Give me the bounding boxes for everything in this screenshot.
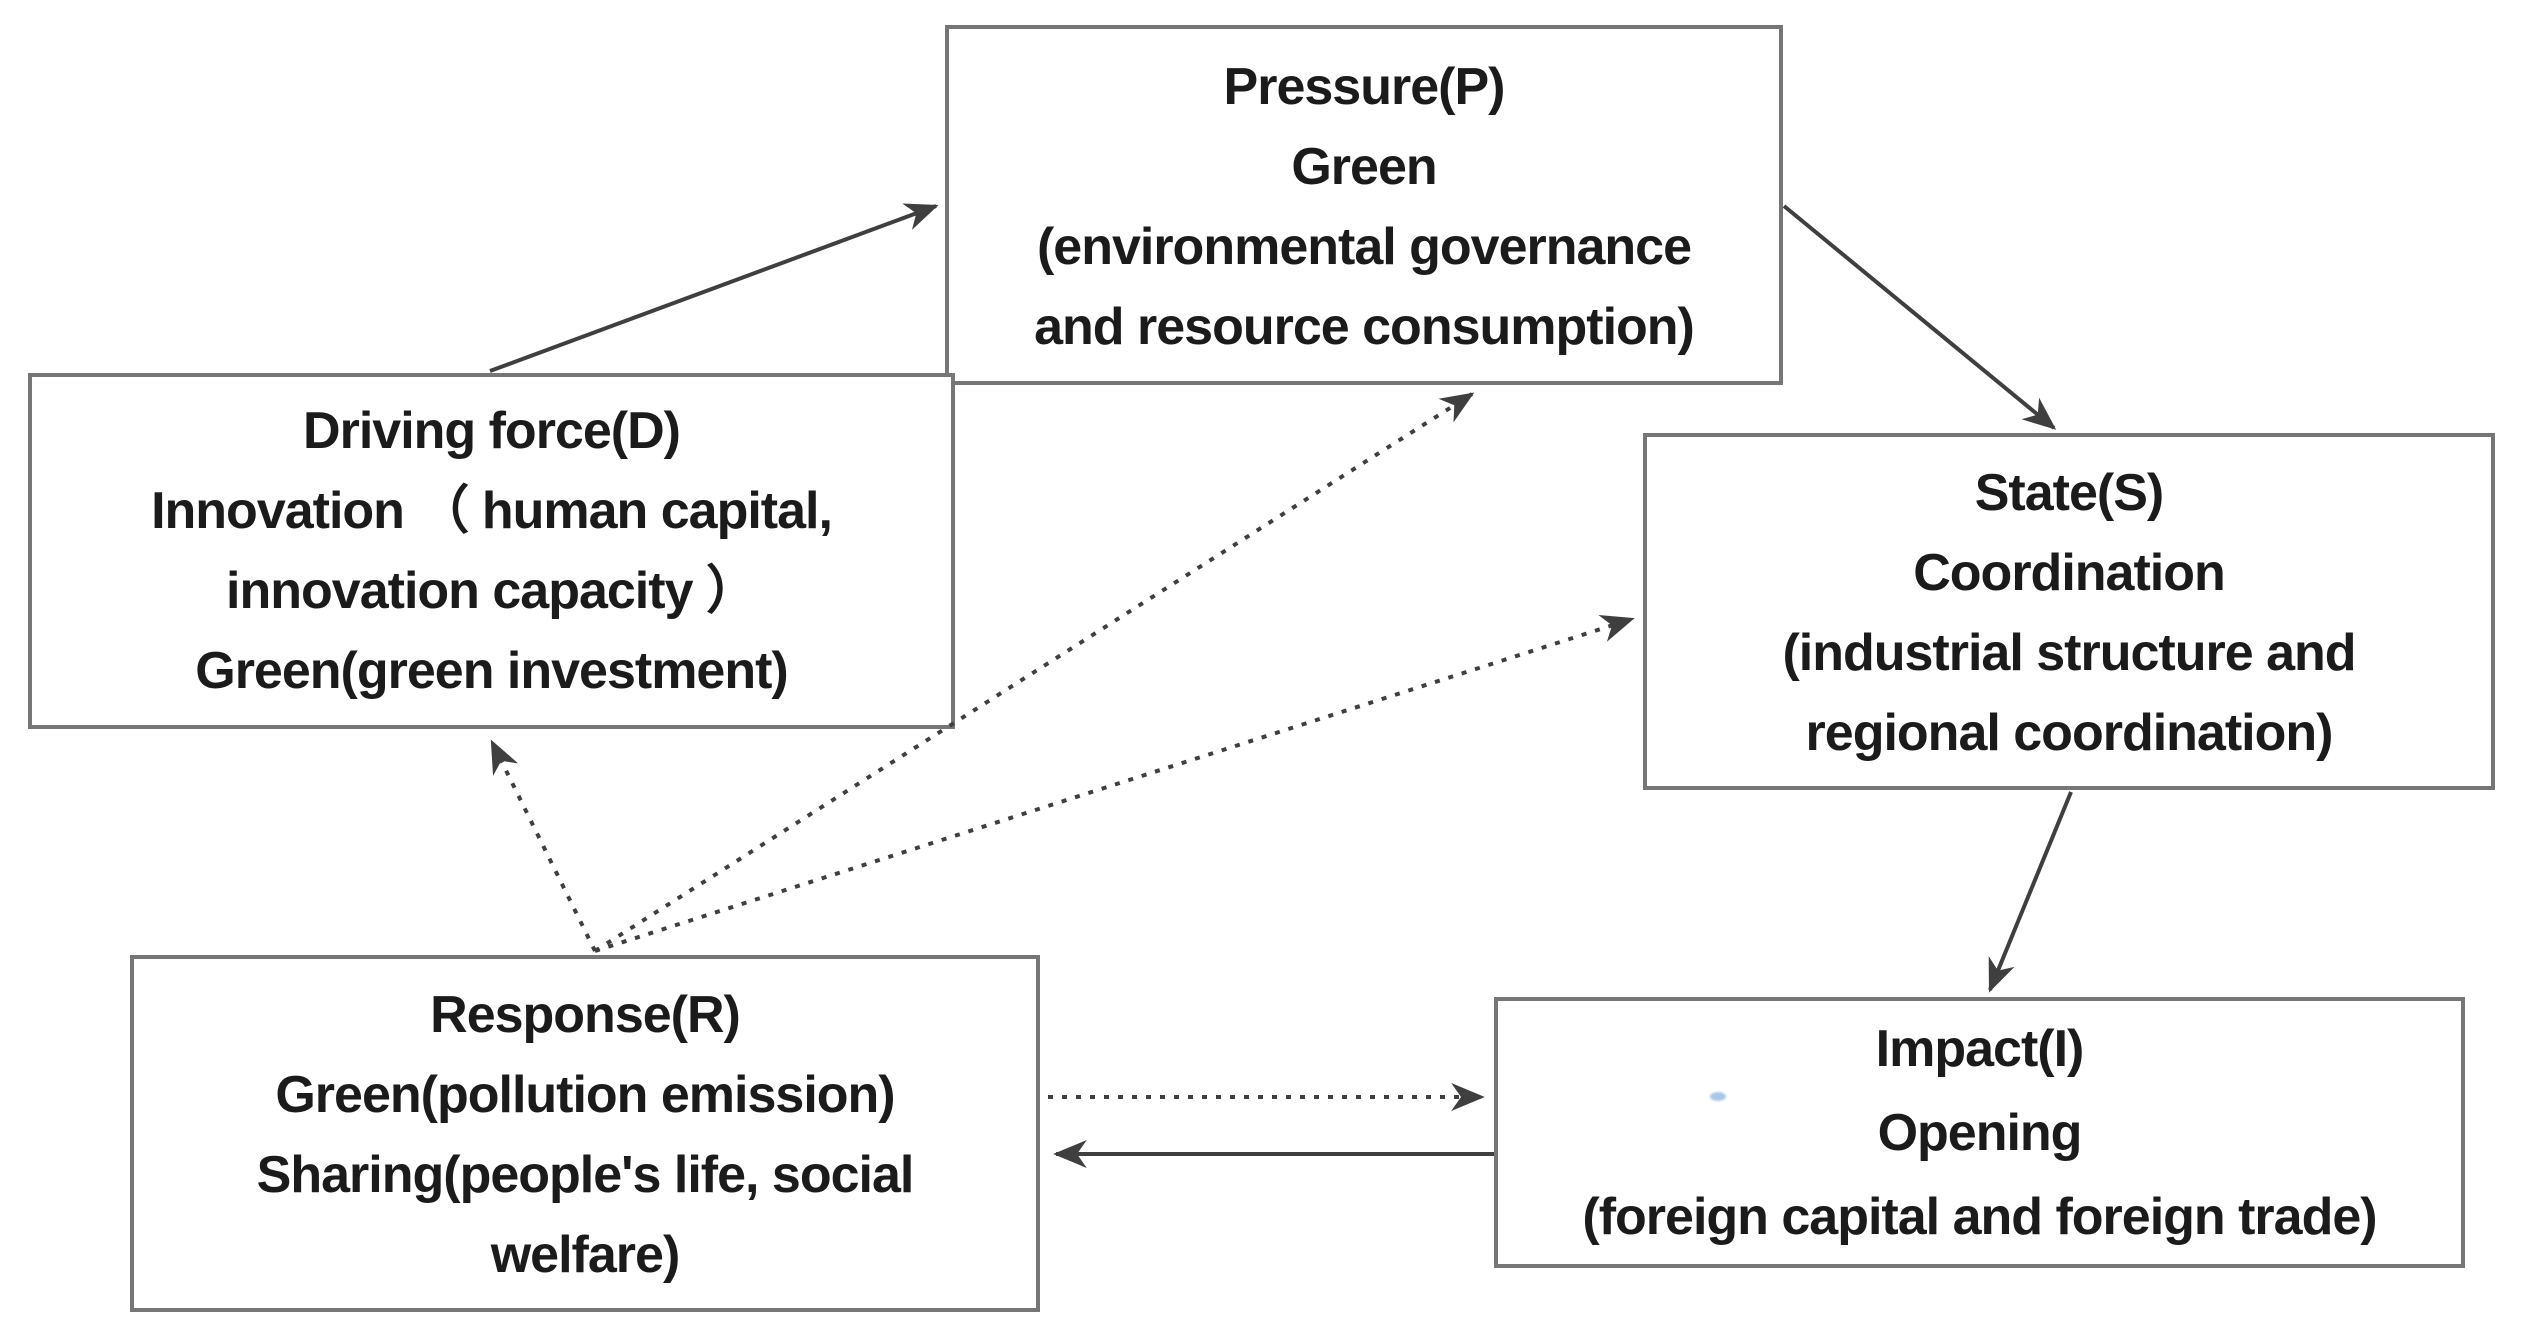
impact-line-2: Opening <box>1877 1104 2083 1162</box>
driving-force-line-2: Innovation （ human capital, <box>151 482 833 540</box>
pressure-line-2: Green <box>1291 138 1437 196</box>
response-line-3: Sharing(people's life, social <box>256 1146 915 1204</box>
response-box: Response(R) Green(pollution emission) Sh… <box>130 955 1040 1312</box>
impact-title: Impact(I) <box>1875 1020 2085 1078</box>
state-title: State(S) <box>1974 464 2164 522</box>
impact-box: Impact(I) Opening (foreign capital and f… <box>1494 997 2465 1268</box>
driving-force-line-4: Green(green investment) <box>195 642 789 700</box>
pressure-line-3: (environmental governance <box>1036 218 1692 276</box>
pressure-title: Pressure(P) <box>1223 58 1506 116</box>
state-line-2: Coordination <box>1913 544 2226 602</box>
arrow-state-to-impact <box>1988 791 2073 993</box>
response-line-4: welfare) <box>490 1226 681 1284</box>
state-line-3: (industrial structure and <box>1782 624 2356 682</box>
state-line-4: regional coordination) <box>1805 704 2334 762</box>
pressure-line-4: and resource consumption) <box>1034 298 1695 356</box>
impact-line-3: (foreign capital and foreign trade) <box>1582 1188 2377 1246</box>
pressure-box: Pressure(P) Green (environmental governa… <box>945 25 1783 385</box>
arrow-driving-to-pressure <box>489 203 939 373</box>
response-line-2: Green(pollution emission) <box>275 1066 895 1124</box>
state-box: State(S) Coordination (industrial struct… <box>1643 433 2495 790</box>
driving-force-title: Driving force(D) <box>303 402 681 460</box>
arrow-pressure-to-state <box>1782 204 2057 430</box>
arrow-response-to-driving-dashed <box>490 739 597 952</box>
blue-speck-artifact <box>1710 1092 1726 1101</box>
response-title: Response(R) <box>430 986 741 1044</box>
driving-force-line-3: innovation capacity ） <box>226 562 758 620</box>
driving-force-box: Driving force(D) Innovation （ human capi… <box>28 373 955 729</box>
